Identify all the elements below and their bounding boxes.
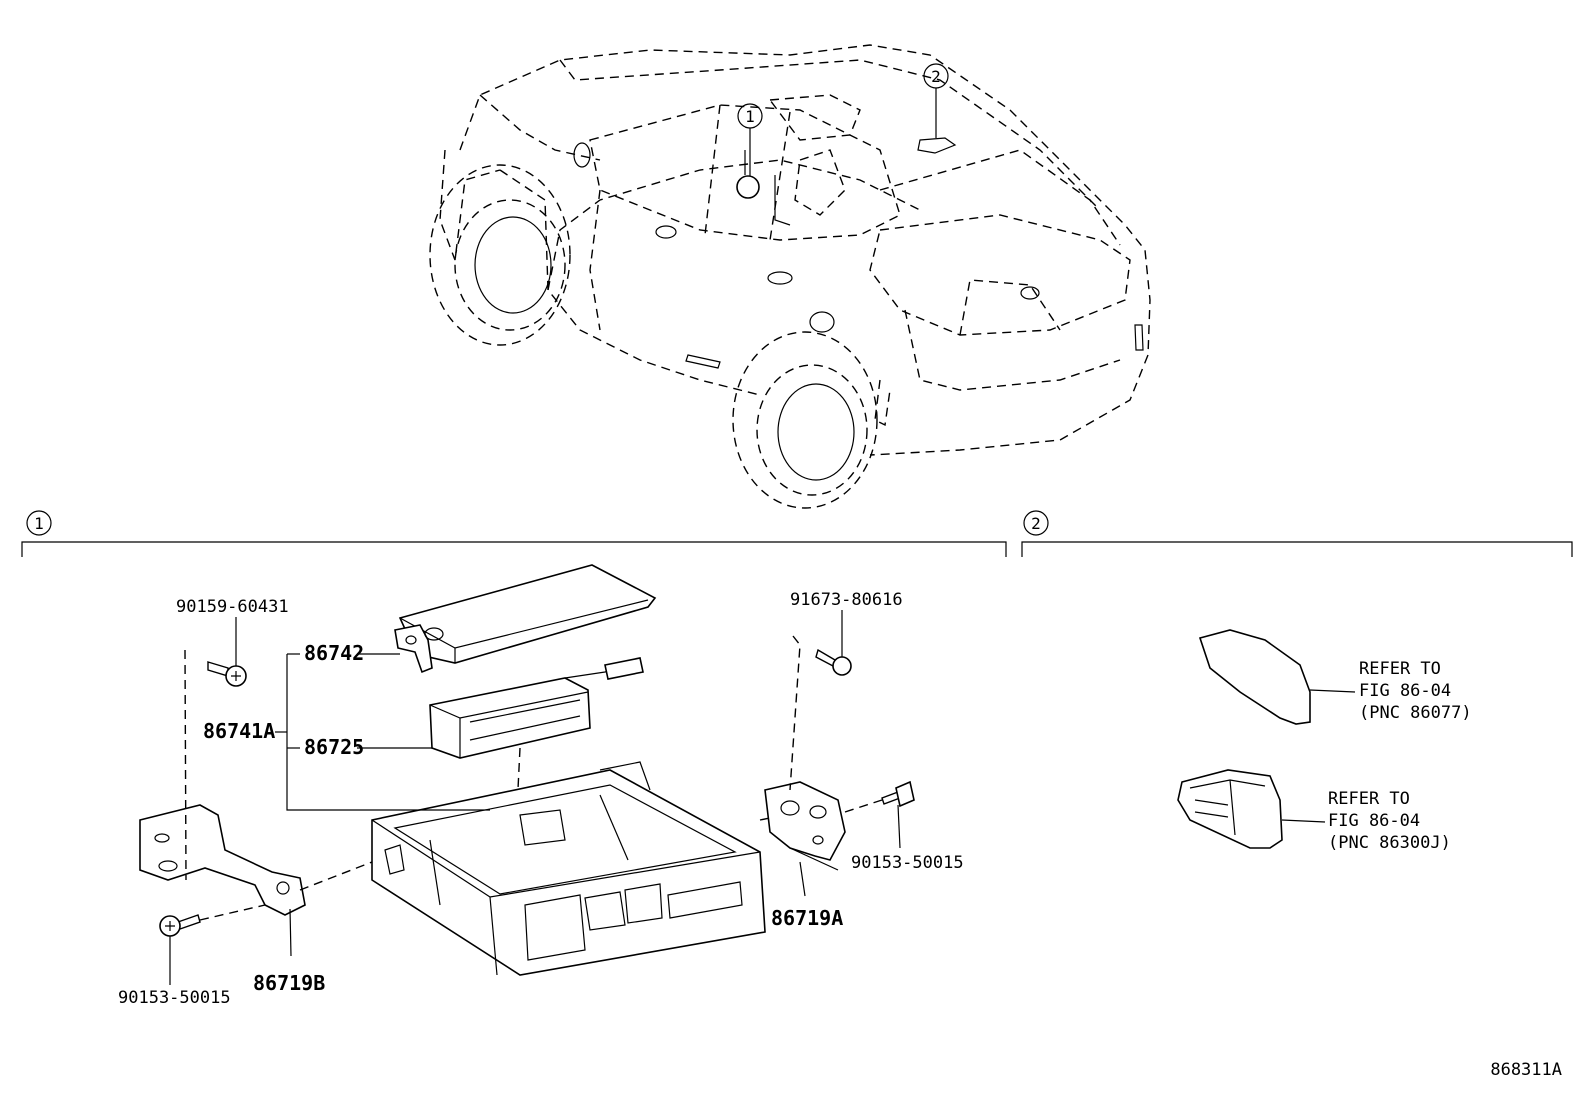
bracket-left-part [139,804,306,916]
antenna-amplifier-part [1177,769,1326,849]
svg-text:FIG 86-04: FIG 86-04 [1359,681,1451,701]
part-number-90153-50015-left: 90153-50015 [118,988,231,1008]
svg-text:REFER TO: REFER TO [1328,789,1410,809]
svg-text:(PNC 86077): (PNC 86077) [1359,703,1472,723]
svg-text:FIG 86-04: FIG 86-04 [1328,811,1420,831]
svg-text:2: 2 [931,67,941,86]
bolt-top-right [815,648,852,676]
svg-text:1: 1 [745,107,755,126]
part-number-90153-50015-right: 90153-50015 [851,853,964,873]
part-number-86725: 86725 [304,735,364,759]
callout-2-vehicle: 2 [923,63,949,138]
part-number-86742: 86742 [304,641,364,665]
bracket-right-part [764,781,846,871]
tuner-part [429,657,644,759]
assembly-guide-lines [184,635,883,921]
main-housing-part [371,761,766,976]
cover-part [394,564,657,674]
callout-1-vehicle: 1 [737,103,763,176]
bolt-top-left [207,661,247,687]
part-number-91673-80616: 91673-80616 [790,590,903,610]
svg-text:1: 1 [34,514,44,533]
part-number-86741A: 86741A [203,719,275,743]
bolt-right [881,780,915,808]
ref-note-antenna: REFER TO FIG 86-04 (PNC 86077) [1359,659,1472,723]
leader-lines [169,610,901,985]
svg-text:2: 2 [1031,514,1041,533]
section-1-bracket: 1 [21,510,1007,557]
ref-note-amplifier: REFER TO FIG 86-04 (PNC 86300J) [1328,789,1451,853]
vehicle-illustration [429,44,1151,509]
shark-fin-antenna-part [1198,629,1356,725]
section-2-bracket: 2 [1021,510,1573,557]
part-number-86719A: 86719A [771,906,843,930]
bolt-bottom-left [159,914,201,937]
svg-text:REFER TO: REFER TO [1359,659,1441,679]
figure-id: 868311A [1490,1060,1562,1080]
svg-text:(PNC 86300J): (PNC 86300J) [1328,833,1451,853]
part-number-90159-60431: 90159-60431 [176,597,289,617]
part-number-86719B: 86719B [253,971,325,995]
